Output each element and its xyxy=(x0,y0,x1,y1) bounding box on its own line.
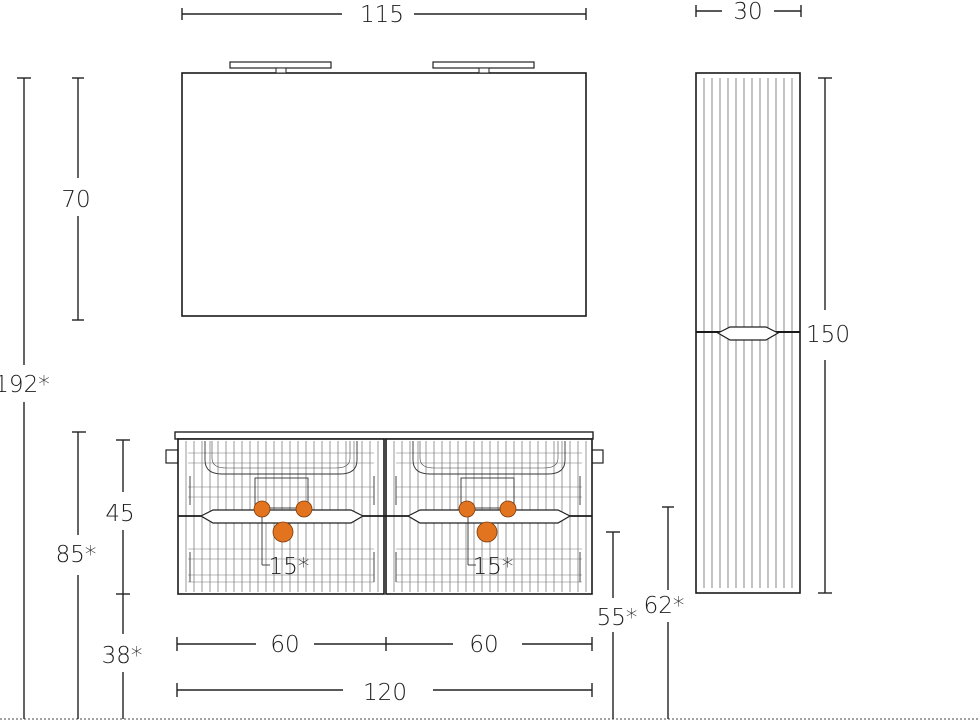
dim-column-floor-label: 62* xyxy=(644,593,685,619)
dim-basin-widths: 60 60 xyxy=(176,632,593,658)
water-inlet-right-1 xyxy=(458,500,476,518)
dim-cabinet-width-label: 120 xyxy=(363,680,407,706)
dim-cabinet-height-label: 45 xyxy=(105,501,134,527)
dim-column-depth: 30 xyxy=(695,0,802,25)
dim-mirror-width-label: 115 xyxy=(360,2,404,28)
drain-right xyxy=(476,521,498,543)
water-inlet-right-2 xyxy=(499,500,517,518)
mirror xyxy=(181,61,587,317)
water-inlet-left-1 xyxy=(253,500,271,518)
vanity-grid-lines xyxy=(188,452,582,583)
basin-left xyxy=(204,441,358,475)
drain-left xyxy=(272,521,294,543)
dim-top-height-label: 85* xyxy=(56,542,97,568)
basin-right xyxy=(412,441,566,475)
vanity-cabinet xyxy=(165,431,604,595)
dim-floor-gap: 38* xyxy=(102,594,143,719)
water-inlet-left-2 xyxy=(295,500,313,518)
dim-floor-gap-label: 38* xyxy=(102,643,143,669)
dim-cabinet-width: 120 xyxy=(176,680,593,706)
dim-total-height-label: 192* xyxy=(0,372,50,398)
dim-pipe-right-label: 15* xyxy=(473,554,514,580)
column-handle xyxy=(716,326,780,341)
dim-total-height: 192* xyxy=(0,77,50,719)
dim-mirror-width: 115 xyxy=(181,2,587,28)
dim-column-height-label: 150 xyxy=(806,322,850,348)
drawer-handle-left xyxy=(199,509,365,524)
dim-drain-height-label: 55* xyxy=(597,605,638,631)
dim-mirror-height: 70 xyxy=(61,77,91,321)
dim-cabinet-height: 45 xyxy=(105,439,135,595)
tall-column xyxy=(695,72,801,594)
mirror-lamp-right xyxy=(432,61,535,74)
dim-basin-right-label: 60 xyxy=(469,632,498,658)
dim-column-floor: 62* xyxy=(644,506,685,719)
dim-column-height: 150 xyxy=(806,77,850,594)
dim-drain-height: 55* xyxy=(597,531,638,719)
dim-pipe-left-label: 15* xyxy=(269,554,310,580)
drawer-handle-right xyxy=(406,509,572,524)
mirror-lamp-left xyxy=(229,61,332,74)
dim-column-depth-label: 30 xyxy=(733,0,762,25)
dim-basin-left-label: 60 xyxy=(270,632,299,658)
dim-top-height: 85* xyxy=(56,431,97,719)
dim-mirror-height-label: 70 xyxy=(61,187,90,213)
